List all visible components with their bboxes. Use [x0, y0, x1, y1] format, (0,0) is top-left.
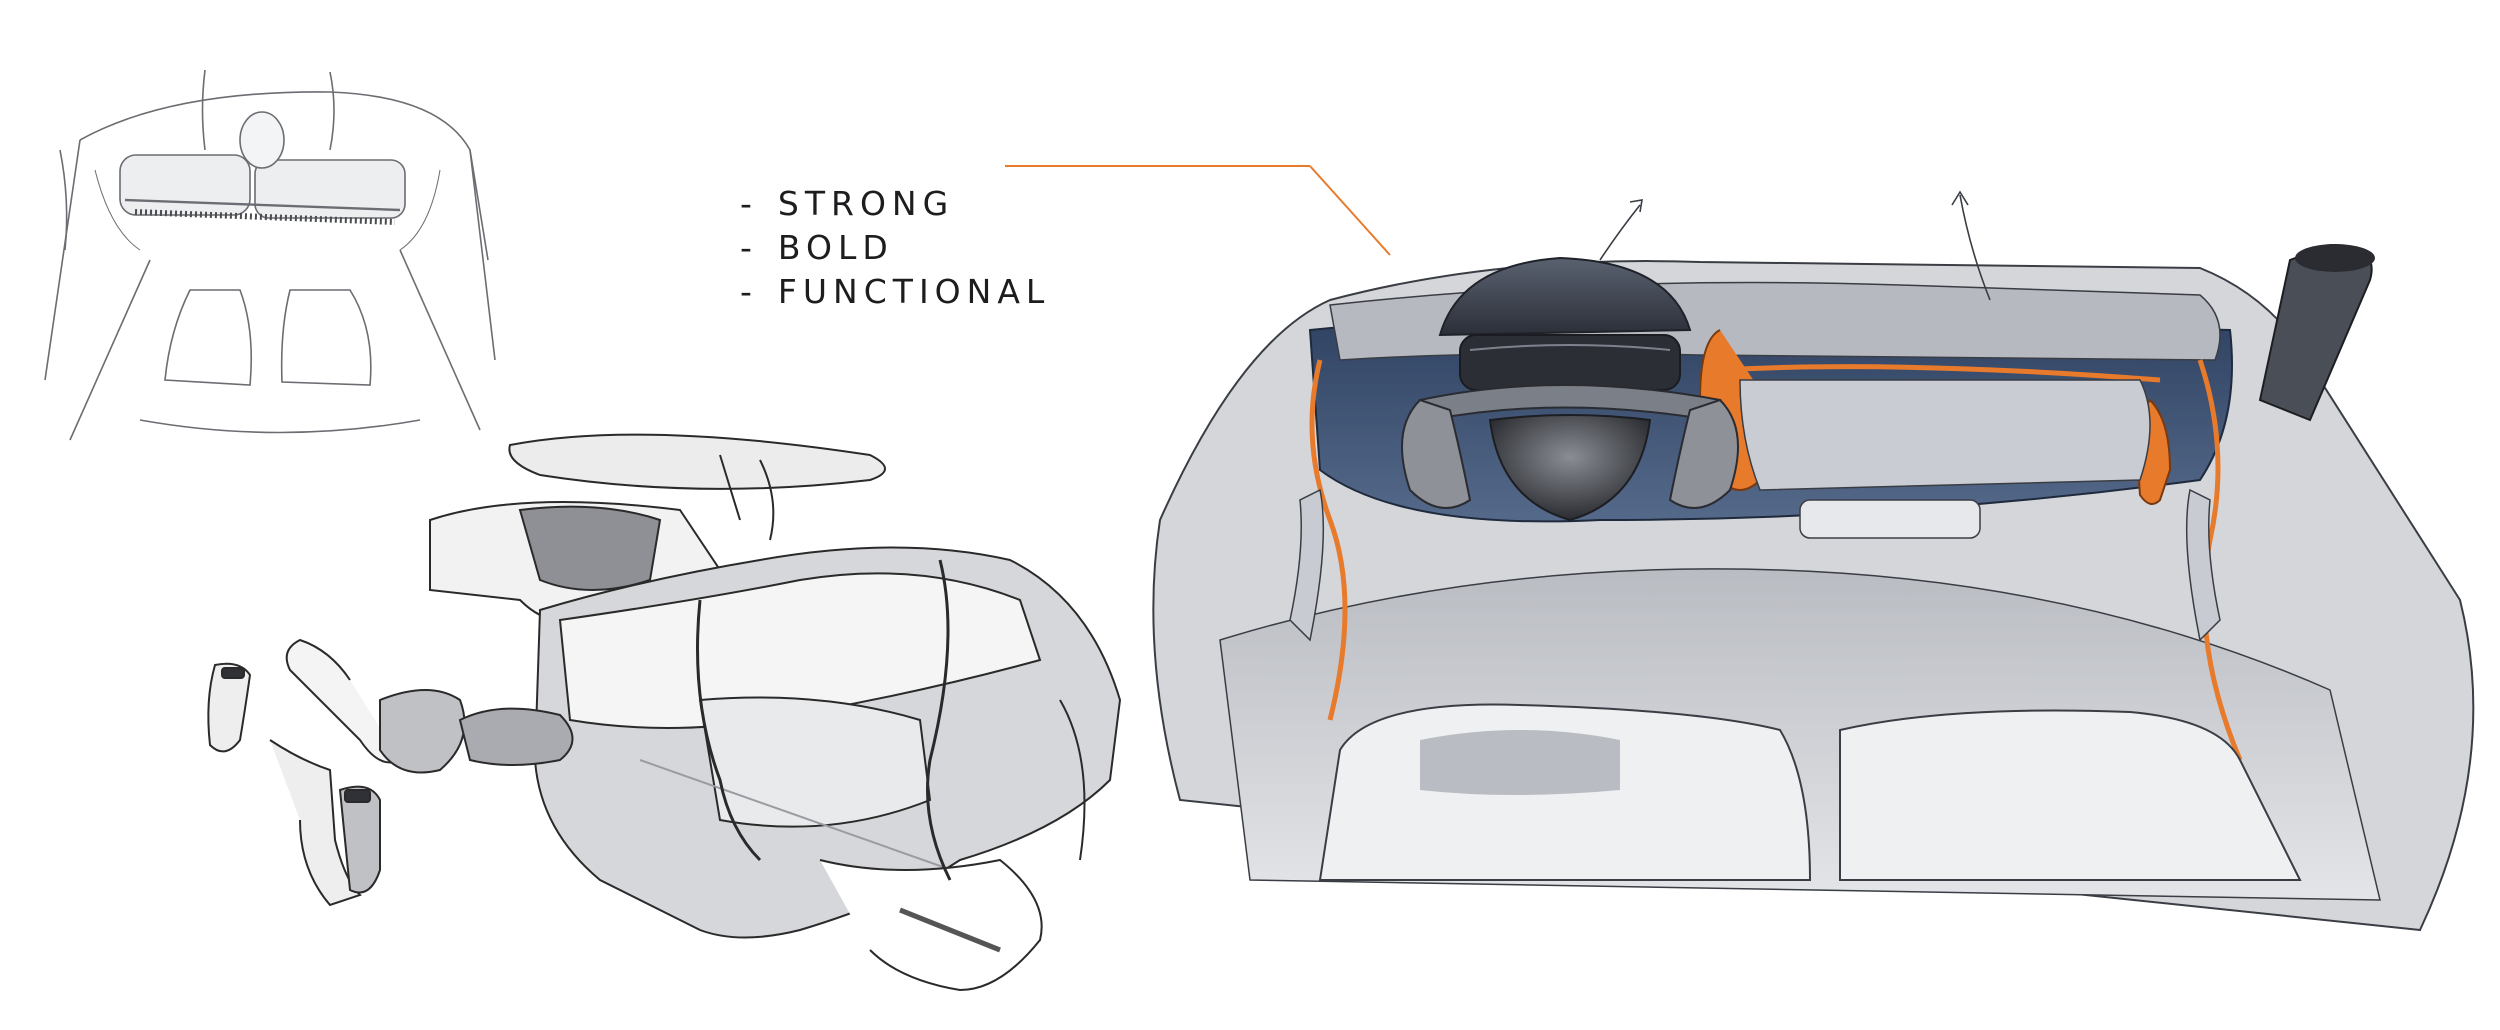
rendered-cockpit-interior-sketch	[1152, 190, 2475, 932]
keyword-bold: BOLD	[777, 228, 894, 267]
keyword-item: -FUNCTIONAL	[740, 270, 1050, 314]
keyword-item: -STRONG	[740, 182, 1050, 226]
callout-leader-diagonal	[1309, 165, 1391, 256]
keyword-strong: STRONG	[777, 184, 955, 223]
keyword-functional: FUNCTIONAL	[777, 272, 1051, 311]
design-keywords-list: -STRONG -BOLD -FUNCTIONAL	[740, 182, 1050, 314]
keyword-item: -BOLD	[740, 226, 1050, 270]
keyword-dash: -	[740, 184, 758, 223]
keyword-dash: -	[740, 228, 758, 267]
keyword-dash: -	[740, 272, 758, 311]
exploded-dashboard-sketch	[207, 433, 1122, 992]
top-view-cabin-thumbnail-sketch	[44, 69, 496, 441]
